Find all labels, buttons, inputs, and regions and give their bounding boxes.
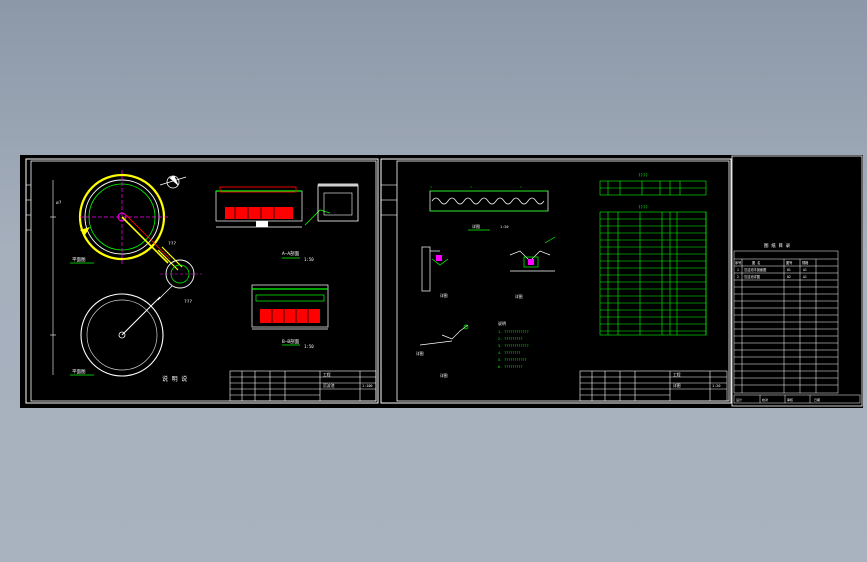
index-row-2-no: 2 [737, 275, 739, 279]
table-top [599, 180, 707, 196]
detail-scale: 1:20 [500, 225, 508, 229]
notes-title: 说明 [498, 320, 506, 326]
section-a [215, 183, 359, 259]
sheet-2-scale: 1:20 [712, 384, 720, 388]
index-table [733, 250, 839, 394]
sheet-1-scale: 1:100 [362, 384, 373, 388]
section-b-label: B—B剖面 [282, 338, 300, 345]
svg-text:▭: ▭ [470, 185, 473, 189]
sheet-2: ▭ ▭ ▭ 详图 详图 详图 详图 详图 1:20 [380, 158, 732, 404]
dim-label-1: ∅? [56, 200, 62, 206]
detail-2-label: 详图 [440, 293, 448, 298]
index-row-1-no: 1 [737, 268, 739, 272]
note-5: 5. ??????????? [498, 358, 527, 362]
sheet-2-project: 工程 [673, 372, 681, 377]
cad-drawing: 平面图 平面图 ∅? ??? ??? 说 明 说 A—A [25, 155, 863, 407]
sheet-2-side-strip [381, 184, 397, 216]
note-2: 2. ????????? [498, 337, 523, 341]
index-footer-2: 校对 [762, 397, 768, 402]
svg-text:▭: ▭ [520, 185, 523, 189]
index-header-1: 序号 [735, 260, 741, 265]
sheet-2-border [380, 158, 732, 404]
note-6: 6. ????????? [498, 365, 523, 369]
index-footer-3: 审核 [787, 397, 793, 402]
note-4: 4. ???????? [498, 351, 520, 355]
plan-circle-top [78, 170, 171, 265]
detail-5-label: 详图 [416, 351, 424, 356]
section-b [251, 284, 329, 346]
detail-4-bracket [419, 324, 469, 346]
index-row-1-name: 沉淀池平剖面图 [744, 267, 766, 272]
sheet-1-project: 工程 [323, 372, 331, 377]
sheet-1-border [25, 158, 379, 404]
index-header-3: 图号 [786, 260, 792, 265]
sheet-1-inner-frame [30, 160, 377, 402]
section-b-scale: 1:50 [304, 344, 314, 349]
sheet-2-title-block [579, 370, 728, 402]
sheet-1-caption: 说 明 说 [162, 375, 187, 383]
index-footer-4: 日期 [814, 397, 820, 402]
index-row-2-name: 沉淀池详图 [744, 274, 760, 279]
table-main [599, 211, 707, 336]
index-header-4: 规格 [802, 260, 809, 265]
index-row-2-code: 02 [787, 275, 791, 279]
sheet-1-side-strip [26, 184, 31, 231]
detail-2-wall [421, 246, 449, 292]
sheet-1-drawing-name: 沉淀池 [323, 383, 335, 388]
north-arrow-icon [159, 175, 187, 189]
sheet-2-drawing-name: 详图 [673, 383, 681, 388]
index-sheet: 图 纸 目 录 序号 [731, 155, 863, 407]
index-title: 图 纸 目 录 [764, 242, 791, 249]
detail-1-label: 详图 [472, 223, 480, 229]
sheet-1: 平面图 平面图 ∅? ??? ??? 说 明 说 A—A [25, 158, 379, 404]
index-header-2: 图 名 [752, 260, 760, 265]
plan-top-label: 平面图 [72, 257, 86, 263]
table-top-title: ???? [638, 173, 648, 178]
section-a-scale: 1:50 [304, 257, 314, 262]
table-main-title: ???? [638, 205, 648, 210]
sheet-2-inner-frame [396, 160, 730, 402]
plan-bottom-label: 平面图 [72, 369, 86, 375]
index-row-1-code: 01 [787, 268, 791, 272]
detail-3-trough [509, 236, 556, 272]
index-footer-1: 设计 [736, 397, 742, 402]
vertical-dimension [50, 180, 56, 375]
index-row-2-size: A1 [803, 275, 807, 279]
cad-drawing-canvas[interactable]: 平面图 平面图 ∅? ??? ??? 说 明 说 A—A [20, 155, 863, 408]
detail-1-beam: ▭ ▭ ▭ [429, 185, 549, 212]
note-1: 1. ???????????? [498, 330, 529, 334]
dim-label-3: ??? [184, 299, 192, 305]
distribution-well [160, 259, 202, 289]
dim-label-2: ??? [168, 241, 176, 247]
sheet-1-title-block [229, 370, 377, 402]
note-3: 3. ???????????? [498, 344, 529, 348]
plan-circle-bottom [80, 285, 173, 377]
detail-3-label: 详图 [515, 294, 523, 299]
index-sheet-border [731, 155, 863, 407]
svg-text:▭: ▭ [430, 185, 433, 189]
detail-4-label: 详图 [440, 373, 448, 378]
index-row-1-size: A1 [803, 268, 807, 272]
section-a-label: A—A剖面 [282, 250, 300, 257]
index-footer [733, 394, 861, 404]
